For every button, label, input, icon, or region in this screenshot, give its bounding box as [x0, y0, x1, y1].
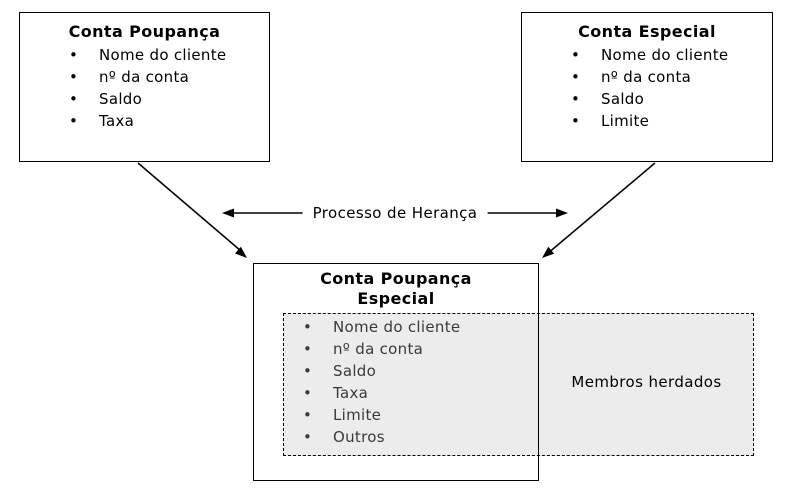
class-title: Conta Poupança Especial	[254, 269, 538, 309]
member-label: Saldo	[99, 90, 143, 108]
member-label: Nome do cliente	[333, 318, 461, 336]
process-right-arrowhead-icon	[556, 208, 568, 218]
member-item: • Taxa	[303, 382, 753, 404]
member-item: • Nome do cliente	[69, 44, 269, 66]
member-list: • Nome do cliente • nº da conta • Saldo …	[20, 42, 269, 132]
member-item: • Limite	[571, 110, 772, 132]
inherited-label: Membros herdados	[571, 372, 722, 391]
class-box-conta-poupanca-especial: Conta Poupança Especial	[253, 263, 539, 481]
bullet-icon: •	[303, 362, 313, 380]
member-label: Nome do cliente	[601, 46, 729, 64]
member-label: nº da conta	[601, 68, 692, 86]
process-label: Processo de Herança	[302, 202, 488, 224]
member-item: • Nome do cliente	[571, 44, 772, 66]
member-item: • nº da conta	[571, 66, 772, 88]
member-label: Outros	[333, 428, 385, 446]
member-item: • Taxa	[69, 110, 269, 132]
class-title-line1: Conta Poupança	[320, 269, 472, 288]
bullet-icon: •	[303, 428, 313, 446]
member-list: • Nome do cliente • nº da conta • Saldo …	[522, 42, 772, 132]
right-inheritance-connector	[546, 162, 656, 255]
bullet-icon: •	[571, 46, 581, 64]
bullet-icon: •	[303, 340, 313, 358]
member-item: • Nome do cliente	[303, 316, 753, 338]
member-label: Taxa	[333, 384, 369, 402]
class-title: Conta Poupança	[68, 22, 221, 41]
bullet-icon: •	[303, 406, 313, 424]
bullet-icon: •	[571, 68, 581, 86]
member-label: Saldo	[333, 362, 377, 380]
member-item: • nº da conta	[69, 66, 269, 88]
left-inheritance-connector	[137, 162, 242, 252]
member-item: • Saldo	[303, 360, 753, 382]
member-label: Limite	[333, 406, 382, 424]
inherited-members-box: • Nome do cliente • nº da conta • Saldo …	[283, 313, 754, 456]
member-label: Nome do cliente	[99, 46, 227, 64]
member-item: • nº da conta	[303, 338, 753, 360]
member-label: nº da conta	[333, 340, 424, 358]
member-label: Limite	[601, 112, 650, 130]
bullet-icon: •	[571, 90, 581, 108]
class-box-conta-poupanca: Conta Poupança • Nome do cliente • nº da…	[19, 12, 270, 162]
member-label: Taxa	[99, 112, 135, 130]
member-label: nº da conta	[99, 68, 190, 86]
member-item: • Limite	[303, 404, 753, 426]
bullet-icon: •	[303, 384, 313, 402]
class-title: Conta Especial	[578, 22, 716, 41]
bullet-icon: •	[69, 68, 79, 86]
inherited-label-container: Membros herdados	[540, 314, 753, 449]
member-label: Saldo	[601, 90, 645, 108]
process-left-arrowhead-icon	[222, 208, 234, 218]
bullet-icon: •	[69, 90, 79, 108]
member-item: • Saldo	[69, 88, 269, 110]
member-item: • Outros	[303, 426, 753, 448]
bullet-icon: •	[69, 46, 79, 64]
bullet-icon: •	[571, 112, 581, 130]
right-arrowhead-icon	[542, 246, 555, 258]
class-title-line2: Especial	[357, 289, 435, 308]
class-box-conta-especial: Conta Especial • Nome do cliente • nº da…	[521, 12, 773, 162]
bullet-icon: •	[69, 112, 79, 130]
member-list: • Nome do cliente • nº da conta • Saldo …	[284, 314, 753, 448]
left-arrowhead-icon	[235, 246, 247, 258]
bullet-icon: •	[303, 318, 313, 336]
member-item: • Saldo	[571, 88, 772, 110]
